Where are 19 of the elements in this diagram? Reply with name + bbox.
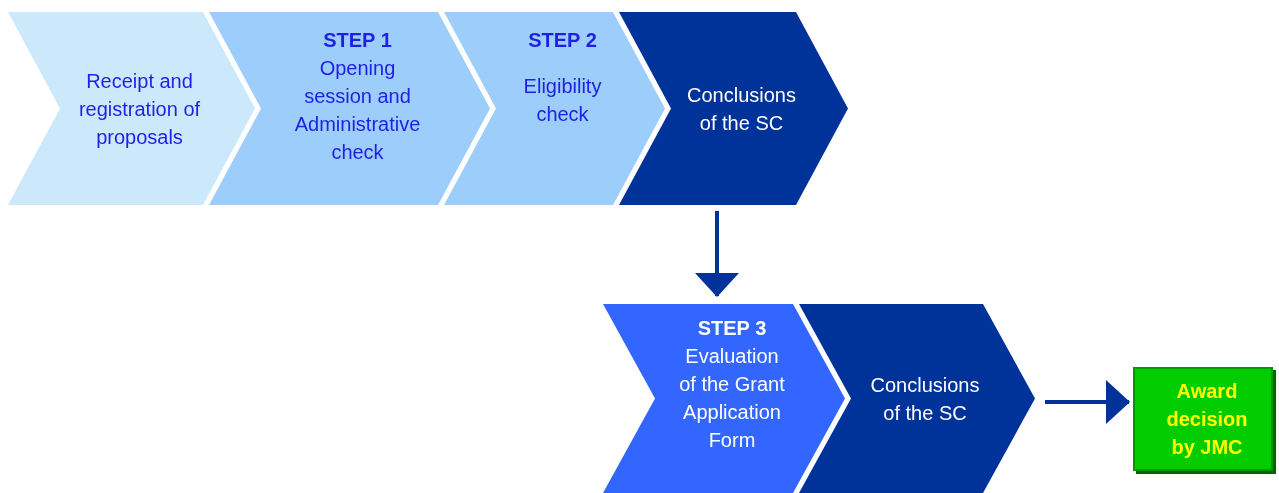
- step-label: Conclusions of the SC: [869, 372, 981, 426]
- chevron-step: [444, 12, 665, 205]
- step-label: Opening session and Administrative check: [293, 56, 422, 165]
- step-label: Evaluation of the Grant Application Form: [678, 344, 786, 453]
- step-label: Award decision by JMC: [1165, 379, 1249, 460]
- block-arrow: [1045, 380, 1130, 424]
- decision-box: [1133, 367, 1273, 471]
- chevron-step: [603, 304, 845, 493]
- chevron-step: [619, 12, 848, 205]
- step-heading: STEP 1: [323, 28, 392, 53]
- step-label: Receipt and registration of proposals: [78, 68, 201, 150]
- step-label: Conclusions of the SC: [686, 82, 797, 136]
- chevron-step: [8, 12, 255, 205]
- chevron-step: [209, 12, 490, 205]
- step-heading: STEP 3: [697, 316, 767, 341]
- step-heading: STEP 2: [528, 28, 597, 53]
- chevron-step: [799, 304, 1035, 493]
- block-arrow: [695, 211, 739, 297]
- step-label: Eligibility check: [522, 74, 603, 127]
